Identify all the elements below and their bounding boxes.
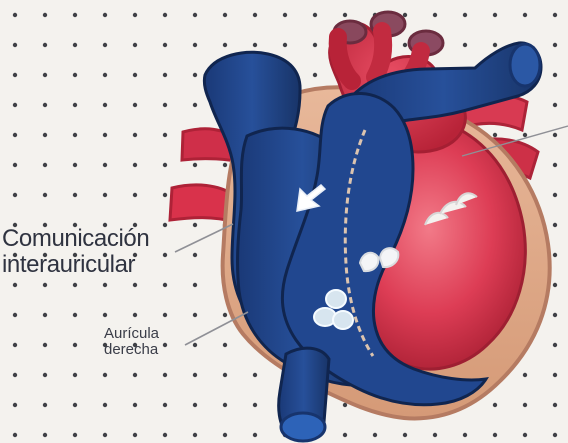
aortic-branch-vessel-2	[375, 31, 383, 77]
right-atrium-label-line-2: derecha	[104, 342, 159, 358]
right-atrium-label: Aurícula derecha	[104, 326, 159, 358]
tricuspid-valve-leaflet-1	[360, 253, 378, 271]
inferior-vena-cava-opening	[281, 413, 325, 441]
right-atrium-label-line-1: Aurícula	[104, 326, 159, 342]
communication-label-line-1: Comunicación	[2, 226, 149, 252]
pulmonary-valve-node-3	[333, 311, 353, 329]
communication-label-line-2: interauricular	[2, 252, 149, 278]
pulmonary-valve-node-1	[326, 290, 346, 308]
pulmonary-artery-end	[510, 44, 540, 86]
communication-label: Comunicación interauricular	[2, 226, 149, 278]
